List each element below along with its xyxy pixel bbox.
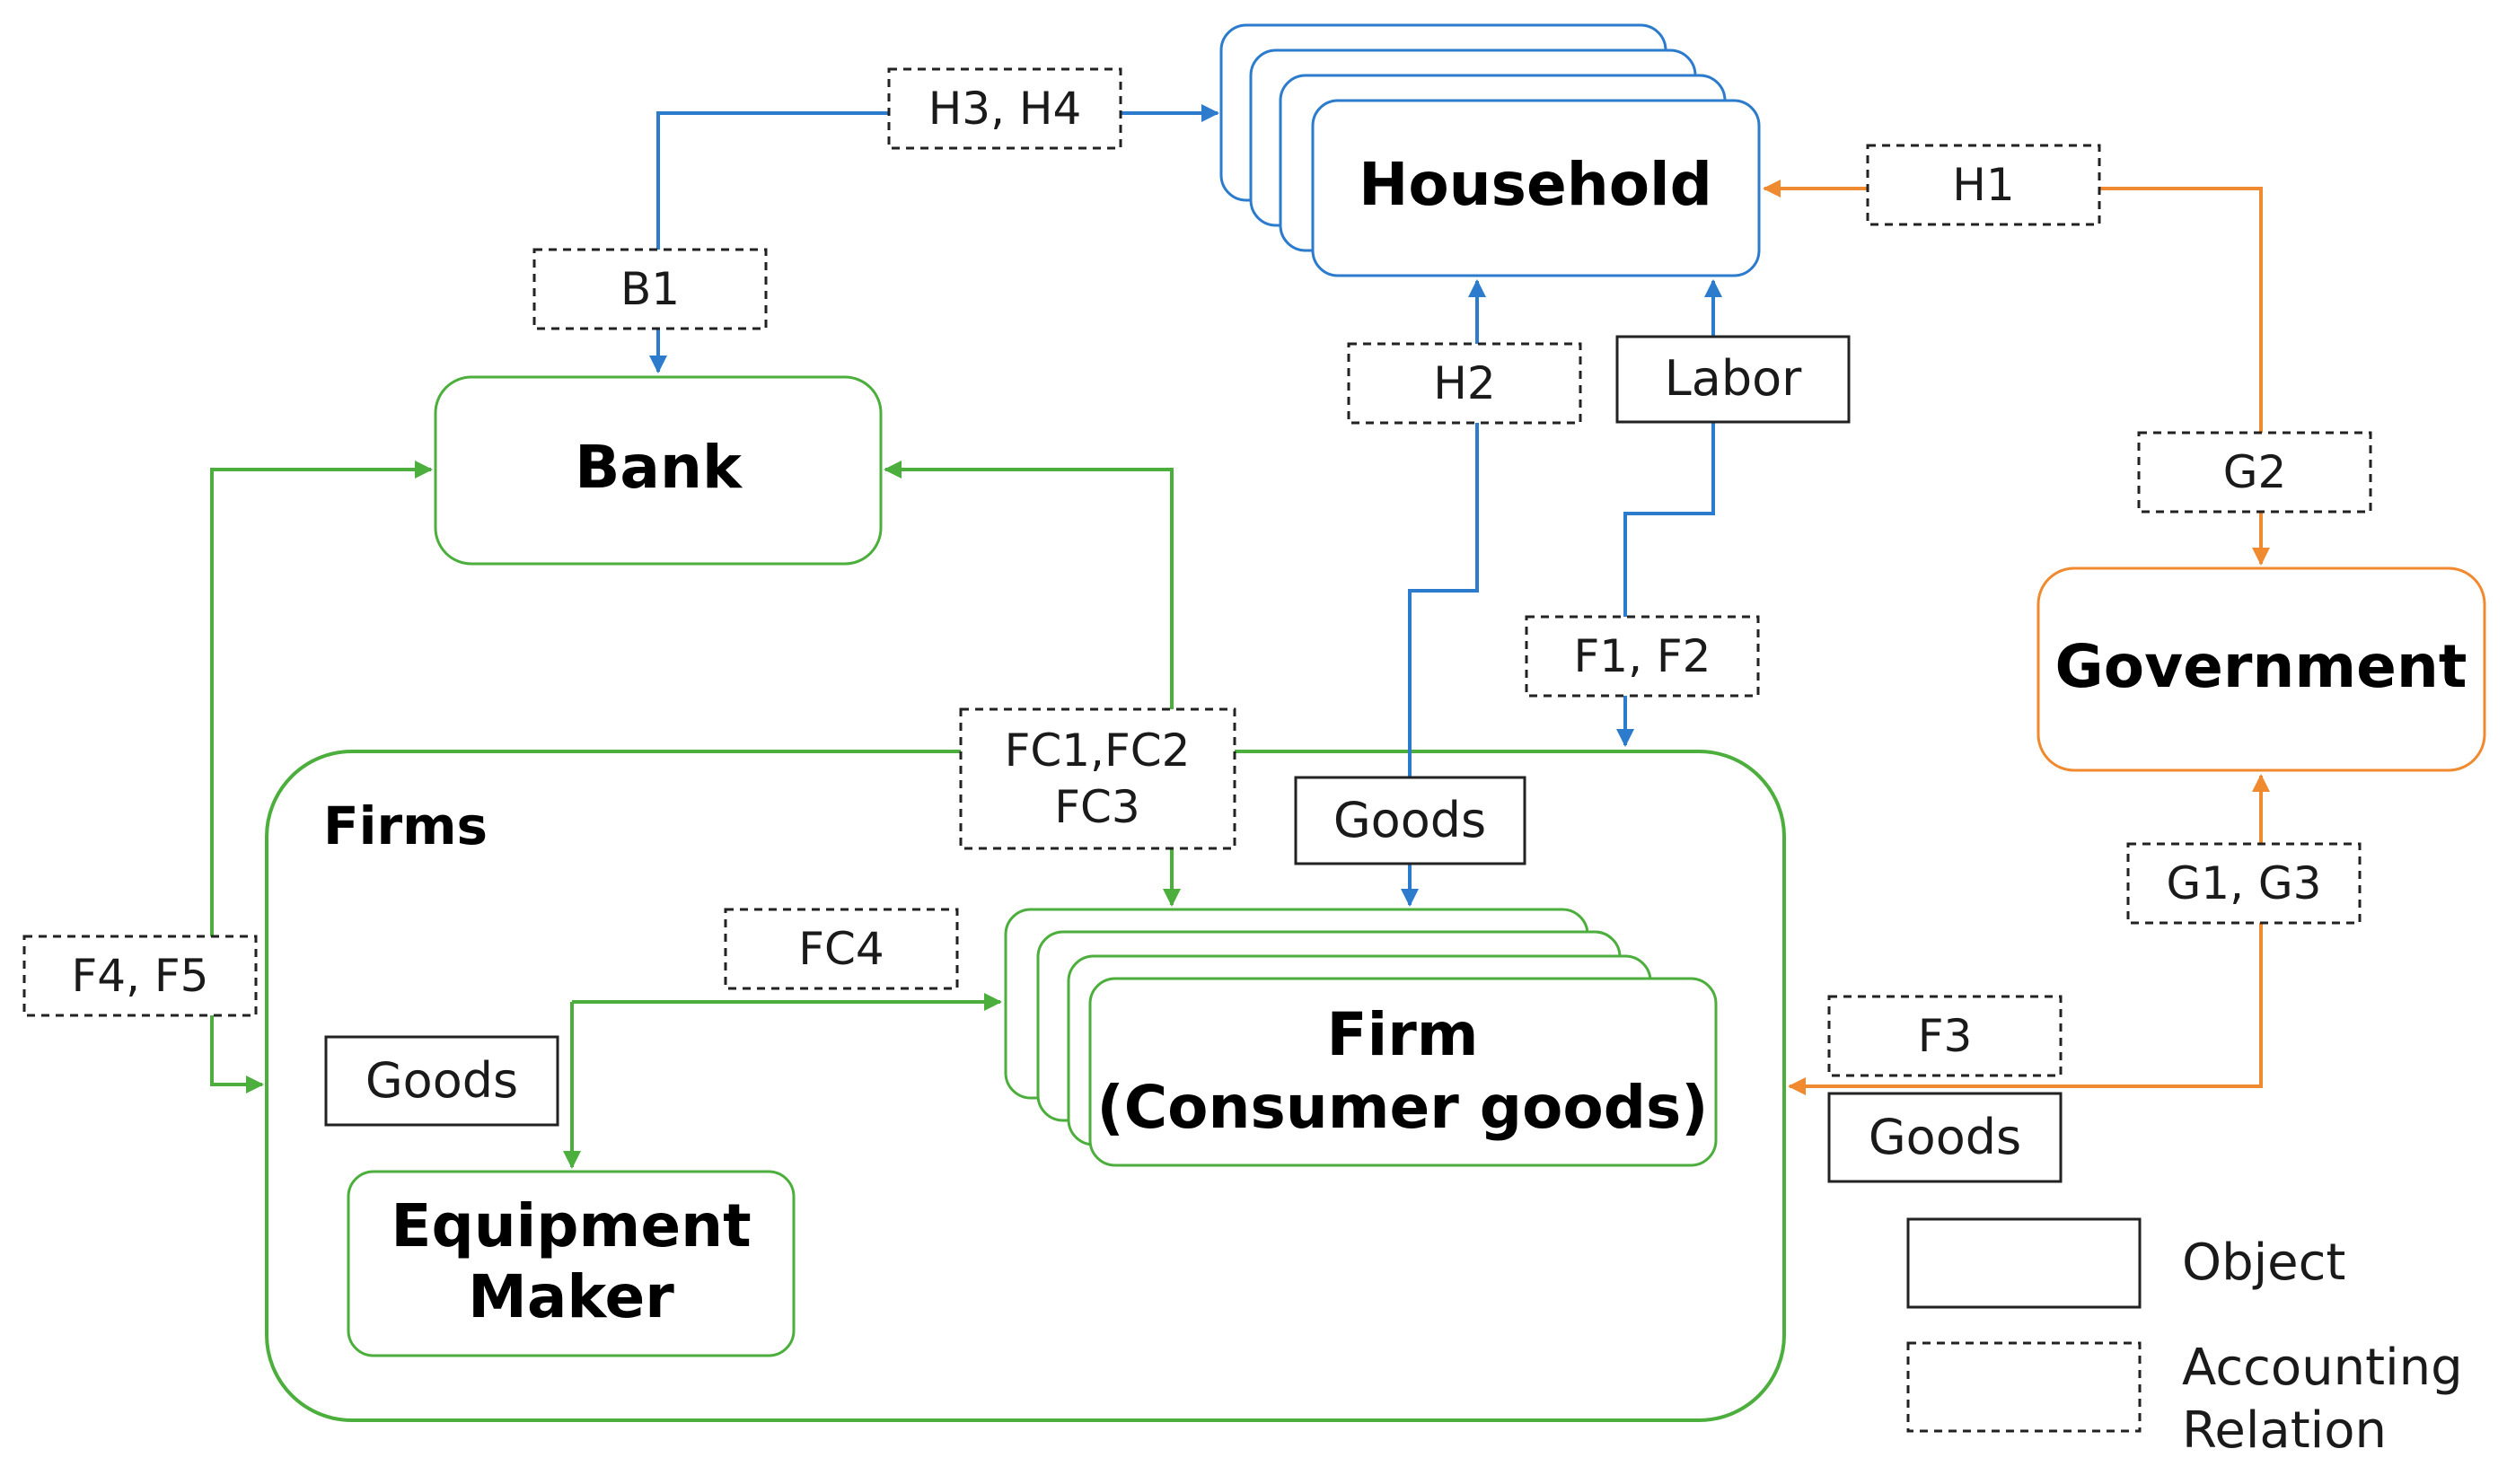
relation-fc4: FC4 [724, 908, 959, 990]
equipment-maker-node: Equipment Maker [347, 1170, 796, 1357]
flow-labor [1616, 422, 1715, 747]
government-label: Government [2055, 632, 2467, 701]
firm-consumer-node: Firm (Consumer goods) [1004, 908, 1718, 1167]
legend-object-label: Object [2182, 1234, 2345, 1292]
relation-f4-f5: F4, F5 [22, 935, 258, 1017]
svg-text:F1, F2: F1, F2 [1574, 630, 1711, 682]
svg-text:Labor: Labor [1665, 350, 1802, 407]
object-labor: Labor [1615, 335, 1851, 424]
government-node: Government [2036, 566, 2486, 772]
svg-text:F4, F5: F4, F5 [72, 950, 209, 1002]
flow-f4-f5-to-firms [210, 1014, 264, 1093]
svg-text:FC4: FC4 [798, 923, 884, 975]
firm-label-line1: Firm [1326, 1000, 1478, 1069]
firms-group-title: Firms [323, 795, 488, 856]
svg-text:Goods: Goods [1333, 792, 1486, 848]
relation-g1-g3: G1, G3 [2126, 842, 2362, 925]
svg-text:FC3: FC3 [1054, 781, 1139, 833]
svg-text:Goods: Goods [365, 1052, 518, 1109]
relation-b1: B1 [532, 248, 768, 330]
relation-fc1-fc2-fc3: FC1,FC2 FC3 [959, 707, 1236, 850]
equipment-label-line2: Maker [468, 1262, 674, 1331]
legend: Object Accounting Relation [1906, 1217, 2463, 1460]
legend-object-swatch [1906, 1217, 2142, 1309]
flow-firm-goods-to-household [1408, 279, 1486, 905]
svg-text:F3: F3 [1918, 1010, 1973, 1062]
object-goods-government: Goods [1827, 1092, 2063, 1183]
svg-text:Goods: Goods [1869, 1109, 2021, 1165]
bank-node: Bank [434, 375, 883, 566]
firm-label-line2: (Consumer goods) [1097, 1073, 1709, 1142]
svg-text:H1: H1 [1952, 159, 2014, 211]
flow-fc-to-bank [884, 461, 1174, 709]
legend-accounting-swatch [1906, 1341, 2142, 1433]
household-node: Household [1219, 23, 1761, 277]
household-label: Household [1359, 150, 1712, 219]
bank-label: Bank [575, 433, 743, 502]
legend-accounting-label-line2: Relation [2182, 1401, 2387, 1460]
relation-f1-f2: F1, F2 [1525, 615, 1760, 698]
svg-text:H3, H4: H3, H4 [928, 83, 1082, 135]
svg-text:FC1,FC2: FC1,FC2 [1005, 724, 1191, 777]
legend-accounting-label-line1: Accounting [2182, 1339, 2463, 1397]
svg-text:G2: G2 [2223, 446, 2287, 498]
relation-g2: G2 [2137, 431, 2372, 514]
relation-f3: F3 [1827, 995, 2063, 1077]
svg-text:B1: B1 [620, 263, 680, 315]
object-goods-equipment: Goods [324, 1035, 559, 1127]
relation-h1: H1 [1866, 144, 2101, 226]
equipment-label-line1: Equipment [391, 1191, 751, 1260]
flow-f3-to-firms [1788, 916, 2263, 1095]
object-goods-household: Goods [1294, 776, 1526, 865]
svg-text:H2: H2 [1433, 357, 1495, 409]
relation-h3-h4: H3, H4 [887, 67, 1122, 150]
flow-f4-f5-to-bank [210, 461, 433, 1084]
relation-h2: H2 [1347, 342, 1582, 425]
svg-text:G1, G3: G1, G3 [2167, 857, 2322, 909]
